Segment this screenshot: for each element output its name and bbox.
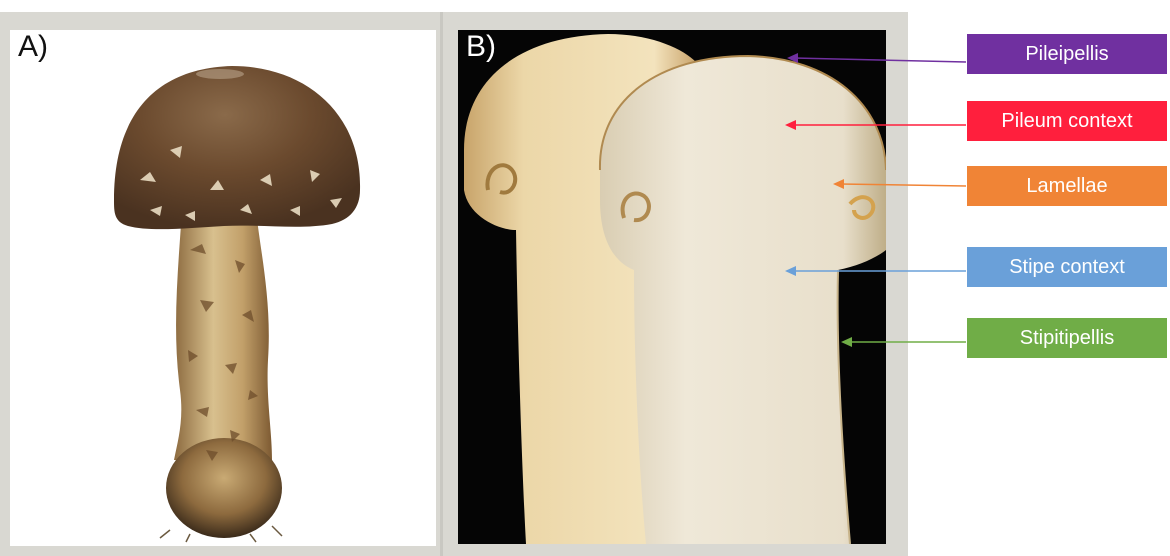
arrow-pileipellis bbox=[787, 53, 966, 63]
label-stipitipellis: Stipitipellis bbox=[967, 318, 1167, 358]
label-pileipellis: Pileipellis bbox=[967, 34, 1167, 74]
arrow-stipitipellis bbox=[841, 337, 966, 347]
arrow-lamellae bbox=[833, 179, 966, 189]
arrow-stipe-context bbox=[785, 266, 966, 276]
label-stipe-context: Stipe context bbox=[967, 247, 1167, 287]
arrow-pileum-context bbox=[785, 120, 966, 130]
label-pileum-context: Pileum context bbox=[967, 101, 1167, 141]
label-lamellae: Lamellae bbox=[967, 166, 1167, 206]
